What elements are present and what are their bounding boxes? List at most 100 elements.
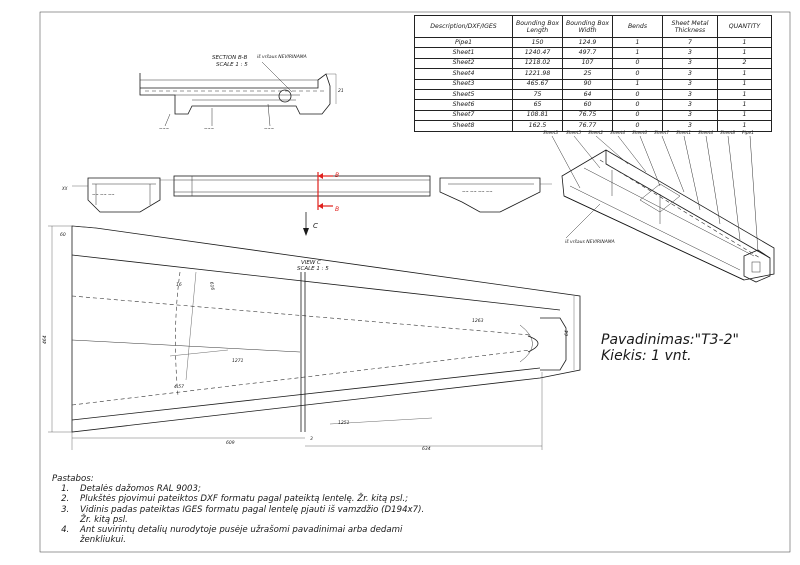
bom-cell: 7 xyxy=(662,36,718,49)
view-c-scale: SCALE 1 : 5 xyxy=(297,266,329,272)
bom-cell: 1 xyxy=(612,36,663,49)
isometric-view xyxy=(551,135,775,283)
iso-part-4: Sheet6 xyxy=(632,130,647,136)
sheet-border xyxy=(39,11,791,553)
bom-cell: 108.81 xyxy=(512,109,563,122)
bom-cell: 1221.98 xyxy=(512,68,563,80)
bom-cell: 1 xyxy=(717,120,772,132)
dim-mid-a: 1263 xyxy=(472,318,484,324)
bom-cell: Pipe1 xyxy=(414,36,513,49)
bom-cell: 1 xyxy=(612,47,663,59)
dim-bottom-a: 609 xyxy=(226,440,235,446)
bom-cell: 0 xyxy=(612,120,663,132)
bom-cell: 90 xyxy=(562,78,613,90)
view-c-letter: C xyxy=(313,222,318,230)
note-item: Ant suvirintų detalių nurodytoje pusėje … xyxy=(72,525,432,545)
bom-cell: 1 xyxy=(612,78,663,90)
view-c-arrow xyxy=(303,212,309,236)
bom-header: Sheet Metal Thickness xyxy=(662,15,718,38)
iso-part-3: Sheet4 xyxy=(610,130,625,136)
bom-cell: 3 xyxy=(662,120,718,132)
bom-header: Bounding Box Length xyxy=(512,15,563,38)
dim-bottom-b: 3 xyxy=(310,436,313,442)
section-scale: SCALE 1 : 5 xyxy=(216,62,248,68)
bom-cell: 65 xyxy=(512,99,563,111)
dim-small-b: 16 xyxy=(176,282,182,288)
svg-text:~~~: ~~~ xyxy=(204,126,214,131)
dim-top-left: 60 xyxy=(60,232,66,238)
bom-cell: 0 xyxy=(612,57,663,70)
iso-part-5: Sheet7 xyxy=(654,130,669,136)
notes-block: Pastabos: Detalės dažomos RAL 9003; Pluk… xyxy=(52,474,432,545)
cut-letter-bottom: B xyxy=(335,206,339,213)
section-callout: iš vršaus NEVIRINAMA xyxy=(257,53,307,60)
bom-cell: Sheet5 xyxy=(414,88,513,101)
bom-cell: 0 xyxy=(612,68,663,80)
bom-cell: 75 xyxy=(512,88,563,101)
bom-cell: 1 xyxy=(717,99,772,111)
front-view-left: ~~ ~~ ~~ XX xyxy=(61,177,161,213)
bom-cell: Sheet7 xyxy=(414,109,513,122)
bom-cell: 3 xyxy=(662,109,718,122)
title-block: Pavadinimas:"T3-2" Kiekis: 1 vnt. xyxy=(601,332,739,364)
dim-small-a: 616 xyxy=(208,281,215,291)
section-dim-label: 21 xyxy=(338,88,344,94)
bom-header: Bends xyxy=(612,15,663,38)
bom-cell: Sheet1 xyxy=(414,47,513,59)
dim-small-c: 4.57 xyxy=(174,384,184,390)
bom-cell: 3 xyxy=(662,57,718,70)
bom-cell: 0 xyxy=(612,88,663,101)
dim-diag: 1251 xyxy=(338,420,350,426)
svg-text:~~ ~~ ~~: ~~ ~~ ~~ xyxy=(92,192,115,197)
bom-cell: 76.75 xyxy=(562,109,613,122)
bom-header: Description/DXF/IGES xyxy=(414,15,513,38)
bom-cell: 3 xyxy=(662,99,718,111)
side-view-long xyxy=(160,175,431,197)
notes-heading: Pastabos: xyxy=(52,474,94,484)
svg-text:~~ ~~ ~~ ~~: ~~ ~~ ~~ ~~ xyxy=(462,189,493,194)
bom-cell: Sheet4 xyxy=(414,68,513,80)
bom-cell: 1240.47 xyxy=(512,47,563,59)
bom-cell: 3 xyxy=(662,47,718,59)
bom-cell: 1 xyxy=(717,47,772,59)
part-name: Pavadinimas:"T3-2" xyxy=(601,332,739,348)
bom-cell: 150 xyxy=(512,36,563,49)
bom-cell: 124.9 xyxy=(562,36,613,49)
dim-bottom-c: 634 xyxy=(422,446,431,452)
note-item: Vidinis padas pateiktas IGES formatu pag… xyxy=(72,505,432,525)
iso-part-1: Sheet5 xyxy=(566,130,581,136)
cut-arrows xyxy=(317,172,333,210)
bom-header-row: Description/DXF/IGES Bounding Box Length… xyxy=(414,15,772,38)
iso-part-2: Sheet2 xyxy=(588,130,603,136)
notes-list: Detalės dažomos RAL 9003; Plukštės pjovi… xyxy=(52,484,432,545)
dim-right-height: 64 xyxy=(564,330,570,336)
section-bb-view: ~~~ ~~~ ~~~ 21 xyxy=(139,61,344,131)
bom-cell: 64 xyxy=(562,88,613,101)
iso-part-0: Sheet3 xyxy=(543,130,558,136)
iso-callout: iš vršaus NEVIRINAMA xyxy=(565,238,615,245)
bom-header: Bounding Box Width xyxy=(562,15,613,38)
bom-cell: 1 xyxy=(717,109,772,122)
part-quantity: Kiekis: 1 vnt. xyxy=(601,348,692,364)
dim-mid-b: 1271 xyxy=(232,358,244,364)
bom-cell: 3 xyxy=(662,88,718,101)
bom-cell: 0 xyxy=(612,99,663,111)
bom-cell: 60 xyxy=(562,99,613,111)
bom-cell: 1 xyxy=(717,68,772,80)
iso-part-6: Sheet1 xyxy=(676,130,691,136)
note-item: Detalės dažomos RAL 9003; xyxy=(72,484,432,494)
bom-cell: 0 xyxy=(612,109,663,122)
bom-cell: 76.77 xyxy=(562,120,613,132)
bom-cell: 3 xyxy=(662,78,718,90)
bom-cell: 1 xyxy=(717,36,772,49)
bom-cell: Sheet8 xyxy=(414,120,513,132)
bom-cell: 2 xyxy=(717,57,772,70)
